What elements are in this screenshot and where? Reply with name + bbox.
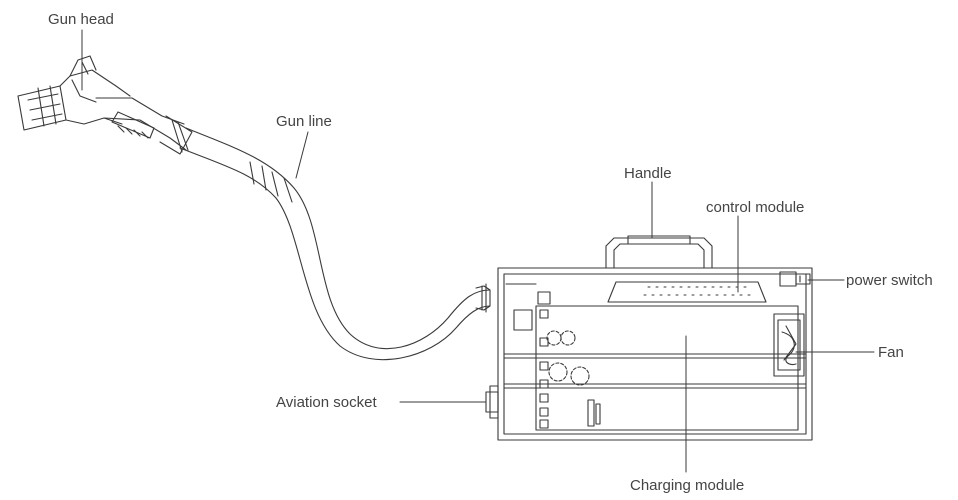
power-switch-drawing (779, 271, 811, 287)
power-switch-label: power switch (846, 272, 933, 289)
component-circles (546, 330, 590, 386)
fan-drawing (773, 313, 805, 377)
aviation-socket-drawing (485, 385, 499, 419)
charger-housing-drawing (497, 267, 813, 441)
gun-line-drawing (179, 127, 491, 361)
control-module-label: control module (706, 199, 804, 216)
gun-line-label: Gun line (276, 113, 332, 130)
gun-head-drawing (17, 55, 193, 155)
gun-head-label: Gun head (48, 11, 114, 28)
handle-drawing (605, 235, 713, 269)
aviation-socket-label: Aviation socket (276, 394, 377, 411)
fan-label: Fan (878, 344, 904, 361)
handle-label: Handle (624, 165, 672, 182)
charging-module-label: Charging module (630, 477, 744, 494)
leader-lines (81, 29, 875, 473)
control-module-drawing (607, 281, 767, 303)
